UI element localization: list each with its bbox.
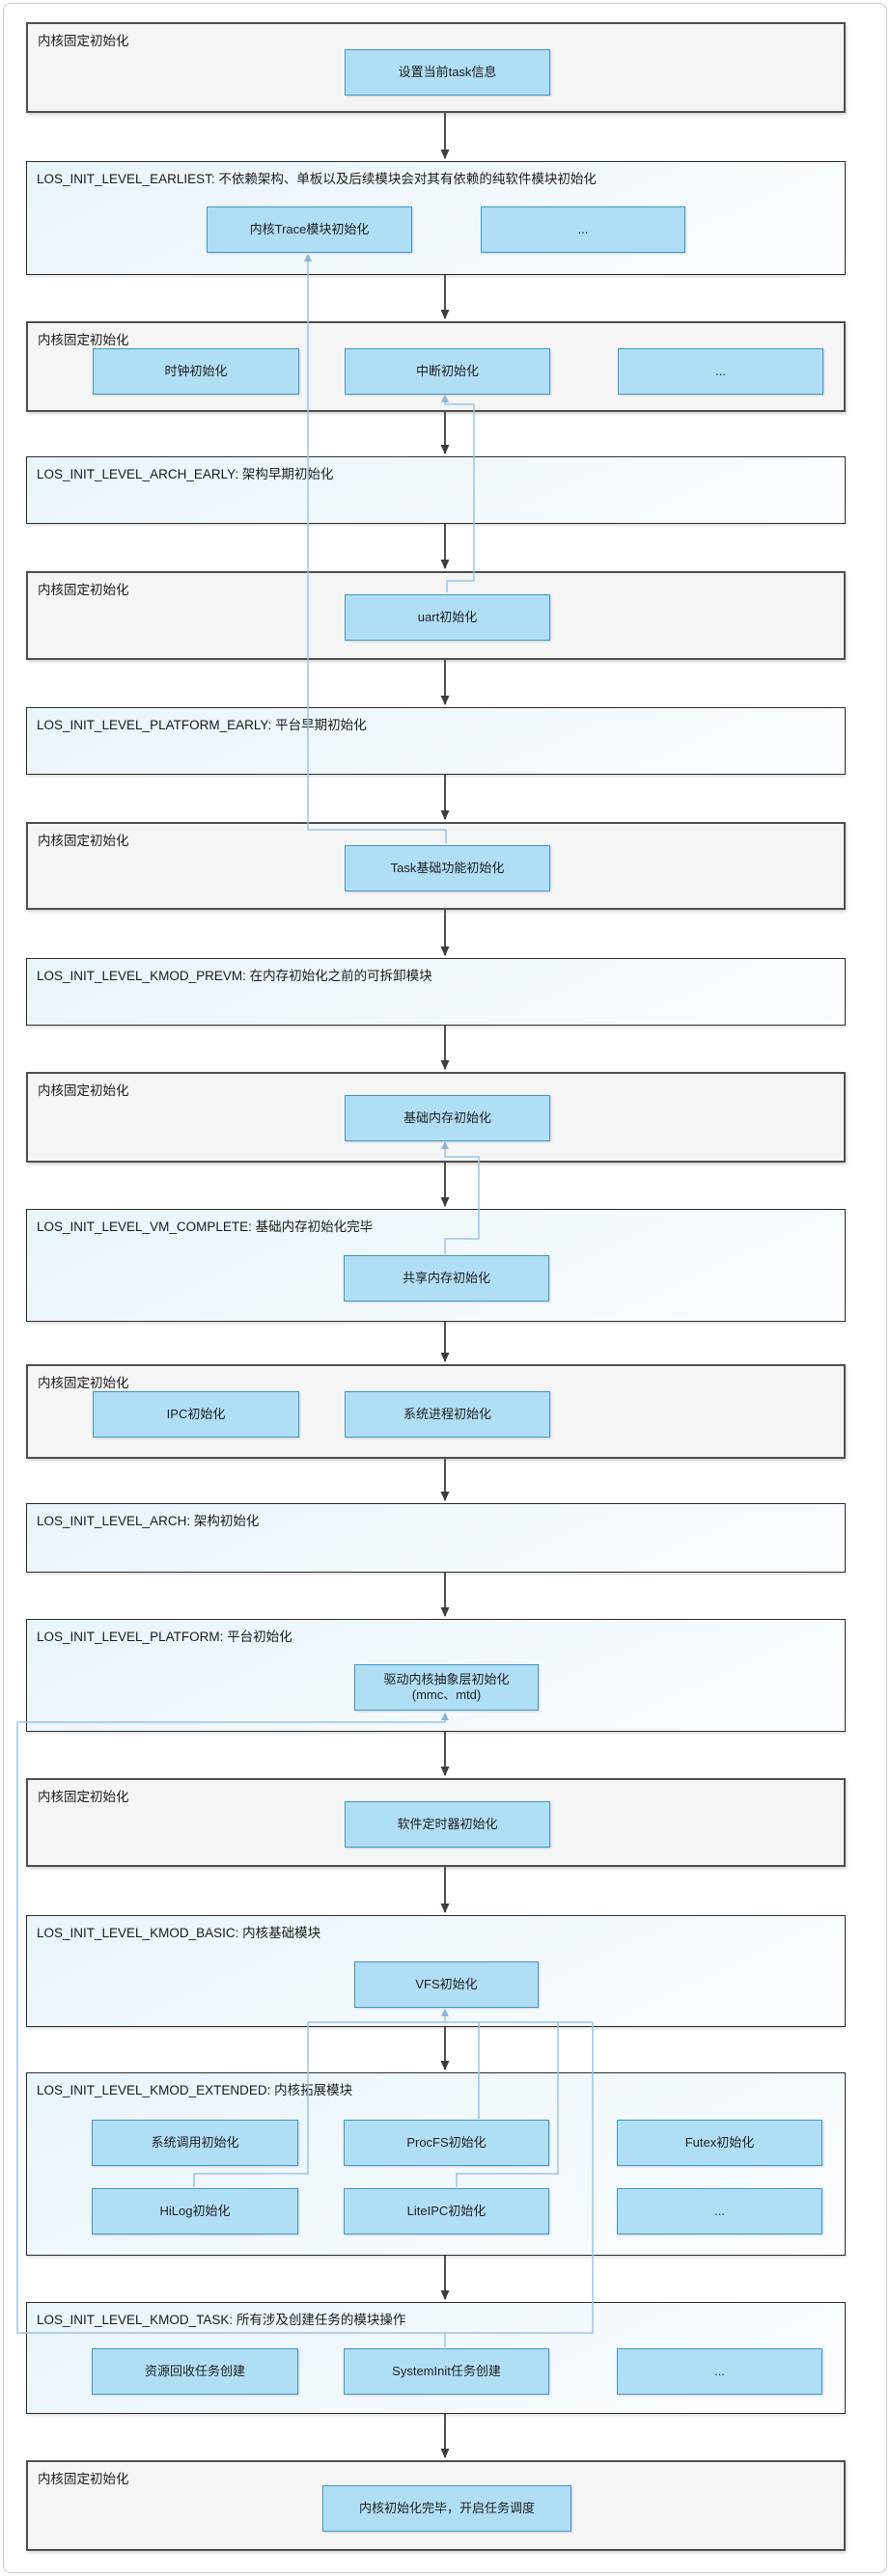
flow-node-ellipsis: ... [618, 348, 823, 395]
section-level-earliest: LOS_INIT_LEVEL_EARLIEST: 不依赖架构、单板以及后续模块会… [26, 161, 846, 275]
section-title: LOS_INIT_LEVEL_KMOD_PREVM: 在内存初始化之前的可拆卸模… [37, 969, 432, 983]
section-title: 内核固定初始化 [38, 2472, 129, 2486]
flow-node-shared-memory-init: 共享内存初始化 [344, 1255, 549, 1302]
section-level-platform-early: LOS_INIT_LEVEL_PLATFORM_EARLY: 平台早期初始化 [26, 707, 846, 775]
section-title: LOS_INIT_LEVEL_PLATFORM: 平台初始化 [37, 1630, 292, 1644]
section-kernel-fixed-0: 内核固定初始化 设置当前task信息 [26, 22, 846, 113]
section-title: LOS_INIT_LEVEL_KMOD_TASK: 所有涉及创建任务的模块操作 [37, 2313, 406, 2327]
section-title: LOS_INIT_LEVEL_ARCH: 架构初始化 [37, 1514, 260, 1528]
section-level-arch-early: LOS_INIT_LEVEL_ARCH_EARLY: 架构早期初始化 [26, 456, 846, 524]
flow-node-kernel-init-done: 内核初始化完毕，开启任务调度 [322, 2485, 571, 2532]
section-level-arch: LOS_INIT_LEVEL_ARCH: 架构初始化 [26, 1503, 846, 1573]
page-border [3, 3, 887, 2573]
flow-node-vfs-init: VFS初始化 [354, 1961, 539, 2008]
section-level-vm-complete: LOS_INIT_LEVEL_VM_COMPLETE: 基础内存初始化完毕 共享… [26, 1209, 846, 1322]
section-kernel-fixed-7: 内核固定初始化 内核初始化完毕，开启任务调度 [26, 2460, 846, 2551]
section-kernel-fixed-3: 内核固定初始化 Task基础功能初始化 [26, 822, 846, 910]
section-title: 内核固定初始化 [38, 1790, 129, 1804]
section-level-kmod-basic: LOS_INIT_LEVEL_KMOD_BASIC: 内核基础模块 VFS初始化 [26, 1915, 846, 2027]
flow-node-resource-recycle-task-create: 资源回收任务创建 [92, 2348, 298, 2395]
section-title: 内核固定初始化 [38, 583, 129, 597]
section-level-kmod-prevm: LOS_INIT_LEVEL_KMOD_PREVM: 在内存初始化之前的可拆卸模… [26, 958, 846, 1026]
flow-node-software-timer-init: 软件定时器初始化 [345, 1801, 550, 1848]
flow-node-kernel-trace-init: 内核Trace模块初始化 [207, 206, 412, 253]
section-title: 内核固定初始化 [38, 1376, 129, 1390]
flow-node-liteipc-init: LiteIPC初始化 [344, 2188, 549, 2234]
flow-node-uart-init: uart初始化 [345, 594, 550, 641]
flow-node-syscall-init: 系统调用初始化 [92, 2120, 298, 2166]
section-kernel-fixed-1: 内核固定初始化 时钟初始化 中断初始化 ... [26, 321, 846, 412]
section-title: LOS_INIT_LEVEL_VM_COMPLETE: 基础内存初始化完毕 [37, 1219, 374, 1234]
section-kernel-fixed-2: 内核固定初始化 uart初始化 [26, 571, 846, 660]
section-level-kmod-task: LOS_INIT_LEVEL_KMOD_TASK: 所有涉及创建任务的模块操作 … [26, 2302, 846, 2414]
flow-node-base-memory-init: 基础内存初始化 [345, 1095, 550, 1141]
section-title: LOS_INIT_LEVEL_EARLIEST: 不依赖架构、单板以及后续模块会… [37, 172, 597, 186]
section-level-kmod-extended: LOS_INIT_LEVEL_KMOD_EXTENDED: 内核拓展模块 系统调… [26, 2072, 846, 2256]
flow-node-ellipsis: ... [617, 2188, 822, 2234]
section-title: LOS_INIT_LEVEL_KMOD_BASIC: 内核基础模块 [37, 1926, 321, 1940]
flow-node-systeminit-task-create: SystemInit任务创建 [344, 2348, 549, 2395]
section-title: LOS_INIT_LEVEL_KMOD_EXTENDED: 内核拓展模块 [37, 2083, 353, 2097]
section-title: 内核固定初始化 [38, 1083, 129, 1098]
flow-node-futex-init: Futex初始化 [617, 2120, 822, 2166]
flow-node-set-task-info: 设置当前task信息 [345, 49, 550, 96]
flow-node-ellipsis: ... [481, 206, 685, 253]
section-level-platform: LOS_INIT_LEVEL_PLATFORM: 平台初始化 驱动内核抽象层初始… [26, 1619, 846, 1732]
section-kernel-fixed-4: 内核固定初始化 基础内存初始化 [26, 1072, 846, 1163]
section-title: LOS_INIT_LEVEL_PLATFORM_EARLY: 平台早期初始化 [37, 718, 367, 732]
flow-node-driver-hal-init: 驱动内核抽象层初始化 (mmc、mtd) [354, 1664, 539, 1711]
flow-node-hilog-init: HiLog初始化 [92, 2188, 298, 2234]
flow-node-interrupt-init: 中断初始化 [345, 348, 550, 395]
section-title: 内核固定初始化 [38, 34, 129, 48]
section-title: 内核固定初始化 [38, 834, 129, 848]
section-kernel-fixed-6: 内核固定初始化 软件定时器初始化 [26, 1778, 846, 1867]
flow-node-ipc-init: IPC初始化 [93, 1391, 299, 1438]
flow-node-clock-init: 时钟初始化 [93, 348, 299, 395]
section-title: LOS_INIT_LEVEL_ARCH_EARLY: 架构早期初始化 [37, 467, 334, 481]
section-title: 内核固定初始化 [38, 333, 129, 347]
flow-node-ellipsis: ... [617, 2348, 822, 2395]
flow-node-task-basic-init: Task基础功能初始化 [345, 845, 550, 891]
flow-node-procfs-init: ProcFS初始化 [344, 2120, 549, 2166]
flow-node-system-process-init: 系统进程初始化 [345, 1391, 550, 1438]
section-kernel-fixed-5: 内核固定初始化 IPC初始化 系统进程初始化 [26, 1364, 846, 1459]
